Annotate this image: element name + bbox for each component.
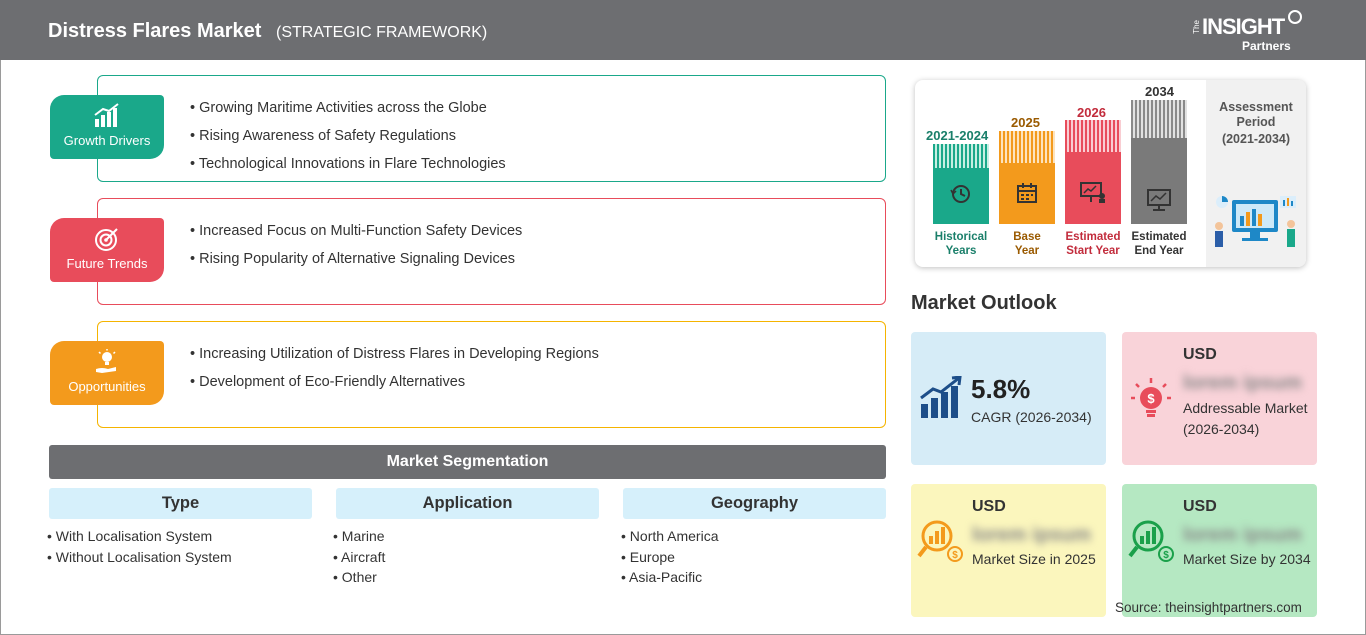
growth-chart-icon <box>920 376 962 418</box>
segment-head-type: Type <box>49 488 312 519</box>
magnifier-chart-icon: $ <box>917 520 963 562</box>
cagr-box: 5.8% CAGR (2026-2034) <box>911 332 1106 465</box>
assessment-range: (2021-2034) <box>1221 132 1291 146</box>
timeline-column-base <box>999 131 1055 224</box>
list-item: Growing Maritime Activities across the G… <box>190 94 506 122</box>
size-2025-label: Market Size in 2025 <box>972 551 1096 567</box>
list-item: Without Localisation System <box>47 547 232 568</box>
segment-list-application: Marine Aircraft Other <box>333 526 385 588</box>
opportunities-card: Increasing Utilization of Distress Flare… <box>97 321 886 428</box>
list-item: North America <box>621 526 719 547</box>
insight-partners-logo[interactable]: The INSIGHT Partners <box>1192 8 1312 54</box>
list-item: With Localisation System <box>47 526 232 547</box>
segment-head-application: Application <box>336 488 599 519</box>
size-2034-label: Market Size by 2034 <box>1183 551 1311 567</box>
opportunities-badge: Opportunities <box>50 341 164 405</box>
segment-head-geography: Geography <box>623 488 886 519</box>
segment-list-type: With Localisation System Without Localis… <box>47 526 232 567</box>
timeline-label-base: Base Year <box>1013 231 1041 257</box>
timeline-year-end: 2034 <box>1145 84 1174 99</box>
svg-text:$: $ <box>1163 550 1169 561</box>
target-icon <box>95 228 118 251</box>
timeline-year-historical: 2021-2024 <box>926 128 989 143</box>
timeline-label-historical: Historical Years <box>934 231 988 257</box>
page-title: Distress Flares Market <box>48 20 262 42</box>
addressable-usd: USD <box>1183 346 1217 363</box>
opportunities-list: Increasing Utilization of Distress Flare… <box>190 340 599 396</box>
market-outlook-title: Market Outlook <box>911 292 1057 314</box>
magnifier-growth-icon: $ <box>1128 520 1174 562</box>
chart-growth-icon <box>94 103 119 127</box>
timeline-column-end <box>1131 100 1187 224</box>
list-item: Increased Focus on Multi-Function Safety… <box>190 217 522 245</box>
header-bar: Distress Flares Market (STRATEGIC FRAMEW… <box>0 0 1366 60</box>
timeline-year-base: 2025 <box>1011 115 1040 130</box>
analytics-people-icon <box>1215 196 1296 247</box>
page-subtitle: (STRATEGIC FRAMEWORK) <box>276 24 488 41</box>
cagr-value: 5.8% <box>971 374 1031 404</box>
growth-drivers-badge: Growth Drivers <box>50 95 164 159</box>
assessment-label: Assessment Period <box>1219 100 1293 129</box>
addressable-label: Addressable Market (2026-2034) <box>1183 400 1308 437</box>
svg-text:$: $ <box>952 550 958 561</box>
list-item: Asia-Pacific <box>621 567 719 588</box>
source-note: Source: theinsightpartners.com <box>1115 600 1302 615</box>
timeline-label-start: Estimated Start Year <box>1065 231 1121 257</box>
dollar-bulb-icon: $ <box>1131 378 1171 417</box>
timeline-column-historical <box>933 144 989 224</box>
list-item: Europe <box>621 547 719 568</box>
assessment-period-panel: Assessment Period (2021-2034) <box>1206 80 1306 267</box>
cagr-label: CAGR (2026-2034) <box>971 409 1092 425</box>
calendar-icon <box>1017 183 1037 203</box>
size-2034-usd: USD <box>1183 498 1217 515</box>
monitor-chart-icon <box>1147 189 1171 211</box>
list-item: Other <box>333 567 385 588</box>
list-item: Technological Innovations in Flare Techn… <box>190 150 506 178</box>
size-2034-value: lorem ipsum <box>1183 524 1302 546</box>
size-2025-value: lorem ipsum <box>972 524 1091 546</box>
growth-drivers-card: Growing Maritime Activities across the G… <box>97 75 886 182</box>
list-item: Marine <box>333 526 385 547</box>
timeline-column-start <box>1065 120 1121 224</box>
segment-list-geography: North America Europe Asia-Pacific <box>621 526 719 588</box>
addressable-value: lorem ipsum <box>1183 372 1302 394</box>
list-item: Development of Eco-Friendly Alternatives <box>190 368 599 396</box>
svg-text:$: $ <box>1147 391 1155 406</box>
timeline-year-start: 2026 <box>1077 105 1106 120</box>
list-item: Increasing Utilization of Distress Flare… <box>190 340 599 368</box>
timeline-label-end: Estimated End Year <box>1131 231 1187 257</box>
lightbulb-hand-icon <box>96 349 116 373</box>
market-size-2025-box: $ USD lorem ipsum Market Size in 2025 <box>911 484 1106 617</box>
size-2025-usd: USD <box>972 498 1006 515</box>
future-trends-badge: Future Trends <box>50 218 164 282</box>
segmentation-title: Market Segmentation <box>49 445 886 479</box>
logo-bulb-icon <box>1288 10 1302 24</box>
list-item: Rising Popularity of Alternative Signali… <box>190 245 522 273</box>
presentation-icon <box>1080 182 1105 203</box>
addressable-market-box: $ USD lorem ipsum Addressable Market (20… <box>1122 332 1317 465</box>
list-item: Aircraft <box>333 547 385 568</box>
market-size-2034-box: $ USD lorem ipsum Market Size by 2034 <box>1122 484 1317 617</box>
list-item: Rising Awareness of Safety Regulations <box>190 122 506 150</box>
history-icon <box>950 185 970 203</box>
future-trends-list: Increased Focus on Multi-Function Safety… <box>190 217 522 273</box>
growth-drivers-list: Growing Maritime Activities across the G… <box>190 94 506 178</box>
future-trends-card: Increased Focus on Multi-Function Safety… <box>97 198 886 305</box>
